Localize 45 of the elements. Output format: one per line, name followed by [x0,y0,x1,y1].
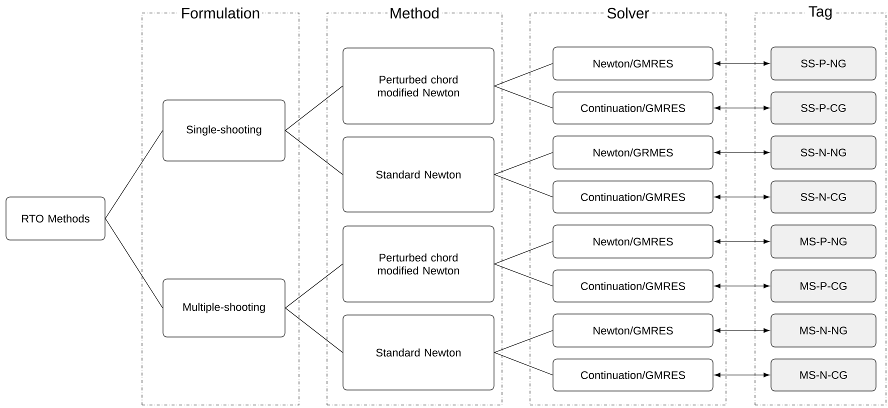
connector [714,372,770,378]
connector [714,328,770,333]
process-box: RTO Methods [6,196,106,240]
tag-box: SS-N-CG [770,180,876,214]
connector [714,239,770,244]
connector [105,218,163,308]
connector [285,86,343,131]
process-box: Perturbed chord modified Newton [342,48,494,124]
process-box: Continuation/GMRES [552,92,714,124]
process-box: Newton/GMRES [552,314,714,348]
tag-box: MS-N-CG [770,358,876,392]
connector [494,352,553,376]
tag-box: SS-N-NG [770,136,876,170]
connector [285,264,343,308]
process-box: Newton/GRMES [552,136,714,170]
process-box: Newton/GMRES [552,224,714,258]
tag-box: MS-P-CG [770,270,876,302]
tag-box: SS-P-CG [770,92,876,124]
connector [494,330,553,353]
tag-box: MS-P-NG [770,224,876,258]
connector [714,61,770,66]
process-box: Single-shooting [162,100,286,162]
connector [714,150,770,155]
process-box: Standard Newton [342,136,494,212]
process-box: Newton/GMRES [552,46,714,80]
connector [494,241,553,264]
process-box: Standard Newton [342,314,494,390]
connector [494,174,553,198]
process-box: Perturbed chord modified Newton [342,226,494,302]
tag-box: SS-P-NG [770,46,876,80]
tag-box: MS-N-NG [770,314,876,348]
connector [714,284,770,288]
connector [494,264,553,286]
process-box: Continuation/GMRES [552,180,714,214]
process-box: Continuation/GMRES [552,270,714,302]
connector [285,130,343,175]
connector [494,152,553,175]
connector [714,194,770,200]
connector [105,130,163,219]
process-box: Multiple-shooting [162,278,286,338]
connector [494,86,553,108]
connector [714,106,770,110]
connector [494,63,553,86]
process-box: Continuation/GMRES [552,358,714,392]
connector [285,308,343,353]
